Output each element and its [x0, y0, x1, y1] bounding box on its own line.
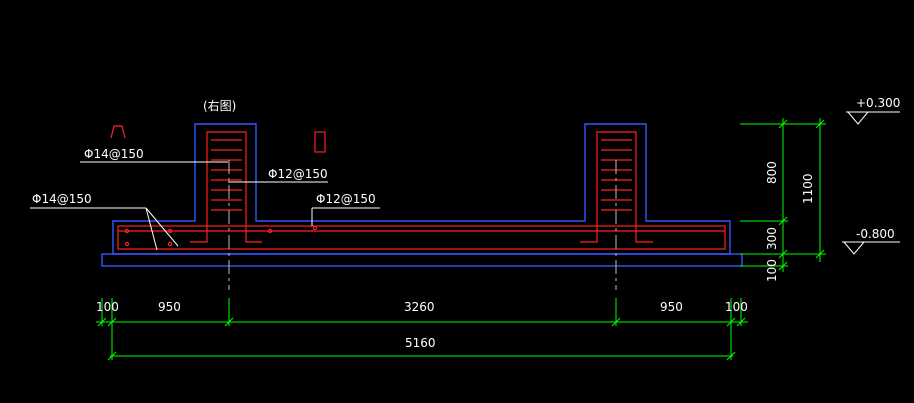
- elevation-symbol-bottom: [842, 241, 900, 255]
- left-wall-leg: [190, 218, 208, 243]
- right-wall-leg: [635, 218, 653, 243]
- callout-top-bar-mid: Φ12@150: [316, 192, 376, 206]
- hdim-right-span: 950: [660, 300, 683, 314]
- hdim-left-span: 950: [158, 300, 181, 314]
- hdim-middle-span: 3260: [404, 300, 435, 314]
- elevation-bottom-label: -0.800: [856, 227, 895, 241]
- dim-tick: [726, 317, 736, 327]
- rebar-dot: [124, 228, 130, 234]
- dim-tick: [736, 317, 746, 327]
- hdim-total: 5160: [405, 336, 436, 350]
- dim-tick: [778, 119, 788, 129]
- vdim-base: 100: [765, 259, 779, 282]
- dim-tick: [107, 351, 117, 361]
- elevation-markers: [842, 111, 900, 255]
- blinding-layer: [101, 253, 743, 267]
- callout-stirrup-mid: Φ12@150: [268, 167, 328, 181]
- dim-tick: [778, 261, 788, 271]
- dim-tick: [97, 317, 107, 327]
- vdim-lower: 300: [765, 227, 779, 250]
- dim-tick: [107, 317, 117, 327]
- vdim-total: 1100: [801, 173, 815, 204]
- elevation-symbol-top: [846, 111, 900, 125]
- elevation-top-label: +0.300: [856, 96, 900, 110]
- callout-bottom-bar-left-lower: Φ14@150: [32, 192, 92, 206]
- right-wall-leg: [580, 218, 598, 243]
- rebar-dot: [312, 225, 318, 231]
- dim-tick: [224, 317, 234, 327]
- rebar: [110, 125, 726, 250]
- rebar-dot: [167, 241, 173, 247]
- hdim-right-offset: 100: [725, 300, 748, 314]
- section-marker-symbol: [314, 131, 326, 153]
- leader: [145, 207, 179, 247]
- left-wall-leg: [245, 218, 262, 243]
- hdim-left-offset: 100: [96, 300, 119, 314]
- callout-bottom-bar-left: Φ14@150: [84, 147, 144, 161]
- dim-tick: [815, 119, 825, 129]
- title-note: (右图): [203, 98, 236, 113]
- leader: [145, 207, 158, 251]
- rebar-dot: [167, 228, 173, 234]
- rebar-shape-symbol: [110, 125, 126, 139]
- dim-tick: [778, 216, 788, 226]
- footing-and-walls-outline: [112, 123, 731, 255]
- rebar-dot: [267, 228, 273, 234]
- dim-tick: [778, 249, 788, 259]
- dim-tick: [726, 351, 736, 361]
- dimension-lines: [96, 118, 826, 361]
- leader-lines: [30, 161, 380, 251]
- footing-rebar-cage: [117, 225, 726, 250]
- rebar-dot: [124, 241, 130, 247]
- dim-tick: [815, 249, 825, 259]
- left-wall-cage: [206, 131, 247, 218]
- vdim-upper: 800: [765, 161, 779, 184]
- right-wall-cage: [596, 131, 637, 218]
- concrete-outline: [101, 123, 743, 267]
- dim-tick: [611, 317, 621, 327]
- centerlines: [228, 160, 617, 290]
